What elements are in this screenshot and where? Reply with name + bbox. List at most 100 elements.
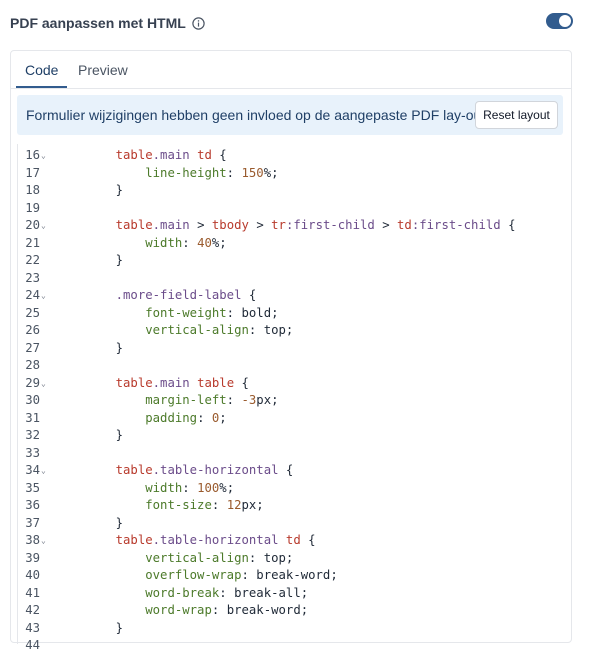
line-number: 18 <box>25 183 40 197</box>
tab-bar: Code Preview <box>11 51 571 89</box>
code-line: 42 word-wrap: break-word; <box>17 602 563 620</box>
line-number: 37 <box>25 515 40 530</box>
code-line: 23 <box>17 270 563 288</box>
code-line: 31 padding: 0; <box>17 410 563 428</box>
code-line: 39 vertical-align: top; <box>17 550 563 568</box>
code-text: } <box>86 515 124 530</box>
code-line: 26 vertical-align: top; <box>17 322 563 340</box>
code-line: 21 width: 40%; <box>17 235 563 253</box>
line-number: 27 <box>25 340 40 355</box>
code-line: 22 } <box>17 252 563 270</box>
line-number: 33 <box>25 445 40 460</box>
tab-preview[interactable]: Preview <box>78 62 128 78</box>
line-number: 41 <box>25 585 40 600</box>
line-number: 25 <box>25 305 40 320</box>
line-number: 40 <box>25 568 40 582</box>
notice-text: Formulier wijzigingen hebben geen invloe… <box>26 107 490 123</box>
line-number: 29 <box>25 375 40 390</box>
code-line: 16⌄ table.main td { <box>17 147 563 165</box>
code-text: table.main table { <box>115 375 249 390</box>
line-number: 36 <box>25 498 40 512</box>
code-line: 33 <box>17 445 563 463</box>
info-icon[interactable] <box>192 16 205 30</box>
code-text: word-wrap: break-word; <box>145 603 309 617</box>
html-toggle[interactable] <box>546 13 573 29</box>
line-number: 26 <box>25 323 40 337</box>
code-line: 40 overflow-wrap: break-word; <box>17 567 563 585</box>
line-number: 16 <box>25 148 40 162</box>
line-number: 23 <box>25 270 40 285</box>
code-line: 43 } <box>17 620 563 638</box>
code-text: table.main > tbody > tr:first-child > td… <box>115 218 516 232</box>
fold-chevron-icon[interactable]: ⌄ <box>41 291 46 300</box>
line-number: 31 <box>25 410 40 425</box>
code-text: vertical-align: top; <box>145 323 294 337</box>
code-line: 41 word-break: break-all; <box>17 585 563 603</box>
line-number: 19 <box>25 200 40 215</box>
code-text: margin-left: -3px; <box>145 393 279 407</box>
tab-code[interactable]: Code <box>25 62 59 78</box>
line-number: 34 <box>25 463 40 477</box>
code-text: width: 100%; <box>145 480 235 495</box>
line-number: 21 <box>25 235 40 250</box>
code-line: 35 width: 100%; <box>17 480 563 498</box>
code-line: 24⌄ .more-field-label { <box>17 287 563 305</box>
code-line: 18 } <box>17 182 563 200</box>
code-text: .more-field-label { <box>115 288 257 302</box>
code-text: } <box>86 428 124 442</box>
code-line: 27 } <box>17 340 563 358</box>
code-text: table.main td { <box>115 148 227 162</box>
code-line: 36 font-size: 12px; <box>17 497 563 515</box>
fold-chevron-icon[interactable]: ⌄ <box>41 378 46 388</box>
line-number: 22 <box>25 253 40 267</box>
reset-layout-button[interactable]: Reset layout <box>475 101 558 129</box>
layout-notice: Formulier wijzigingen hebben geen invloe… <box>17 95 563 135</box>
line-number: 30 <box>25 393 40 407</box>
section-title: PDF aanpassen met HTML <box>10 15 186 31</box>
section-header: PDF aanpassen met HTML <box>10 10 573 36</box>
fold-chevron-icon[interactable]: ⌄ <box>41 151 46 160</box>
line-number: 44 <box>25 638 40 652</box>
code-text: } <box>86 253 124 267</box>
code-line: 34⌄ table.table-horizontal { <box>17 462 563 480</box>
toggle-knob <box>559 15 571 27</box>
code-line: 44 <box>17 637 563 655</box>
code-line: 17 line-height: 150%; <box>17 165 563 183</box>
code-text: width: 40%; <box>145 235 227 250</box>
code-text: font-size: 12px; <box>145 498 264 512</box>
line-number: 39 <box>25 550 40 565</box>
code-line: 38⌄ table.table-horizontal td { <box>17 532 563 550</box>
code-line: 30 margin-left: -3px; <box>17 392 563 410</box>
code-text: line-height: 150%; <box>145 165 279 180</box>
code-text: table.table-horizontal td { <box>115 533 316 547</box>
line-number: 28 <box>25 358 40 372</box>
gutter-border <box>17 144 18 644</box>
fold-chevron-icon[interactable]: ⌄ <box>41 466 46 475</box>
code-text: word-break: break-all; <box>145 585 309 600</box>
code-line: 25 font-weight: bold; <box>17 305 563 323</box>
code-text: vertical-align: top; <box>145 550 294 565</box>
code-text: overflow-wrap: break-word; <box>145 568 338 582</box>
code-line: 29⌄ table.main table { <box>17 375 563 393</box>
line-number: 38 <box>25 533 40 547</box>
line-number: 17 <box>25 165 40 180</box>
line-number: 42 <box>25 603 40 617</box>
code-text: } <box>86 183 124 197</box>
line-number: 24 <box>25 288 40 302</box>
line-number: 32 <box>25 428 40 442</box>
line-number: 20 <box>25 218 40 232</box>
fold-chevron-icon[interactable]: ⌄ <box>41 221 46 230</box>
code-text: } <box>86 620 124 635</box>
code-line: 20⌄ table.main > tbody > tr:first-child … <box>17 217 563 235</box>
line-number: 35 <box>25 480 40 495</box>
code-text: font-weight: bold; <box>145 305 279 320</box>
line-number: 43 <box>25 620 40 635</box>
code-text: padding: 0; <box>145 410 227 425</box>
code-editor[interactable]: 16⌄ table.main td {17 line-height: 150%;… <box>17 144 563 652</box>
code-line: 37 } <box>17 515 563 533</box>
code-text: table.table-horizontal { <box>115 463 294 477</box>
editor-card: Code Preview Formulier wijzigingen hebbe… <box>10 50 572 652</box>
code-line: 32 } <box>17 427 563 445</box>
code-line: 28 <box>17 357 563 375</box>
fold-chevron-icon[interactable]: ⌄ <box>41 536 46 545</box>
